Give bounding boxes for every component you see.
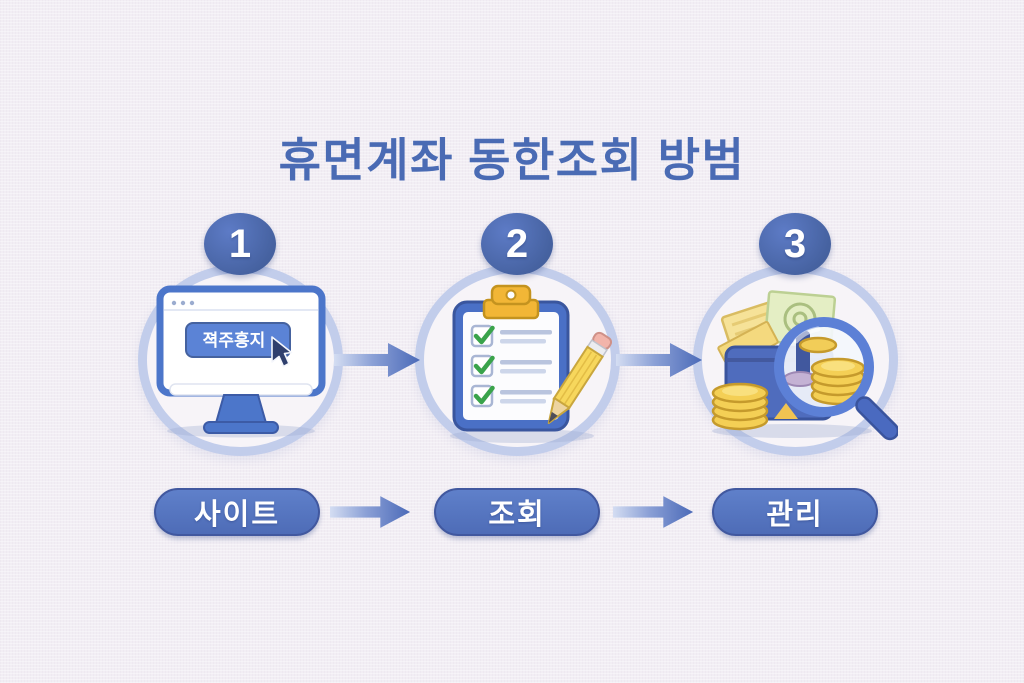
step-2-label: 조회 <box>488 499 546 531</box>
magnifier-icon <box>774 317 898 441</box>
step-3-number: 3 <box>783 222 807 266</box>
site-button-shape <box>185 322 291 358</box>
cursor-icon <box>271 336 293 368</box>
arrow-right-icon <box>616 343 702 377</box>
coin-stack-icon <box>711 382 769 431</box>
step-2-number: 2 <box>505 222 529 266</box>
step-1-badge: 1 <box>204 213 276 275</box>
arrow-right-icon <box>613 496 694 528</box>
step-1-label: 사이트 <box>193 499 281 531</box>
arrow-right-icon <box>334 343 420 377</box>
arrow-right-icon <box>330 496 411 528</box>
step-label-pill-manage: 관리 <box>712 488 878 536</box>
checklist-rows <box>470 324 552 408</box>
step-label-pill-site: 사이트 <box>154 488 320 536</box>
step-3-badge: 3 <box>759 213 831 275</box>
pencil-icon <box>547 331 612 425</box>
step-3-label: 관리 <box>766 499 824 531</box>
step-1-number: 1 <box>228 222 252 266</box>
page-title: 휴면계좌 동한조회 방범 <box>278 134 746 186</box>
step-label-pill-inquiry: 조회 <box>434 488 600 536</box>
step-2-badge: 2 <box>481 213 553 275</box>
monitor-icon: 젹주흥지 <box>156 285 326 438</box>
site-button-label: 젹주흥지 <box>203 330 266 350</box>
wallet-magnifier-icon <box>711 290 898 441</box>
checklist-icon <box>450 284 612 443</box>
